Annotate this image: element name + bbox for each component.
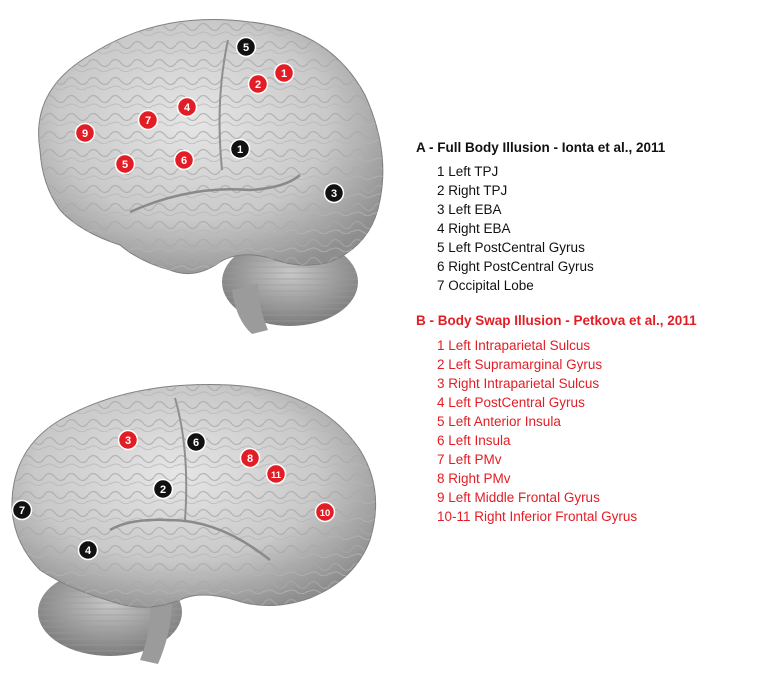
lower-sylvian-fissure bbox=[109, 518, 271, 561]
upper-brain-marker-black bbox=[229, 138, 251, 160]
upper-brainstem bbox=[232, 284, 268, 334]
upper-brain-marker-label: 5 bbox=[243, 42, 249, 54]
upper-brain-marker-red bbox=[273, 62, 295, 84]
lower-brain-marker-label: 4 bbox=[85, 545, 92, 557]
upper-brain-marker-black bbox=[323, 182, 345, 204]
lower-brain-marker-black bbox=[185, 431, 207, 453]
lower-brain-marker-label: 2 bbox=[160, 484, 166, 496]
upper-brain-marker-red bbox=[173, 149, 195, 171]
lower-brain bbox=[11, 383, 377, 664]
upper-brain-marker-label: 5 bbox=[122, 159, 128, 171]
lower-brain-marker-black bbox=[152, 478, 174, 500]
lower-brain-marker-red bbox=[314, 501, 336, 523]
upper-brain-marker-label: 9 bbox=[82, 128, 88, 140]
lower-brain-marker-red bbox=[117, 429, 139, 451]
lower-brainstem bbox=[140, 598, 172, 664]
upper-brain-marker-red bbox=[137, 109, 159, 131]
lower-brain-marker-black bbox=[11, 499, 33, 521]
upper-brain-marker-label: 3 bbox=[331, 188, 337, 200]
upper-brain bbox=[38, 18, 384, 334]
upper-sylvian-fissure bbox=[129, 174, 301, 214]
upper-brain-marker-label: 6 bbox=[181, 155, 187, 167]
lower-brain-marker-label: 11 bbox=[271, 470, 282, 481]
upper-brain-marker-red bbox=[247, 73, 269, 95]
upper-brain-marker-black bbox=[235, 36, 257, 58]
lower-brain-marker-label: 6 bbox=[193, 437, 199, 449]
lower-brain-marker-label: 7 bbox=[19, 505, 25, 517]
upper-brain-marker-red bbox=[74, 122, 96, 144]
upper-brain-marker-label: 7 bbox=[145, 115, 151, 127]
lower-brain-marker-red bbox=[239, 447, 261, 469]
upper-brain-marker-red bbox=[114, 153, 136, 175]
lower-brain-marker-red bbox=[265, 463, 287, 485]
upper-brain-marker-red bbox=[176, 96, 198, 118]
upper-central-sulcus bbox=[218, 39, 229, 171]
lower-brain-marker-label: 8 bbox=[247, 453, 253, 465]
lower-brain-marker-label: 10 bbox=[320, 508, 331, 519]
lower-brain-marker-black bbox=[77, 539, 99, 561]
lower-brain-marker-label: 3 bbox=[125, 435, 131, 447]
lower-central-sulcus bbox=[174, 397, 188, 521]
upper-brain-marker-label: 2 bbox=[255, 79, 261, 91]
upper-brain-marker-label: 4 bbox=[184, 102, 191, 114]
upper-brain-marker-label: 1 bbox=[281, 68, 287, 80]
upper-brain-marker-label: 1 bbox=[237, 144, 243, 156]
